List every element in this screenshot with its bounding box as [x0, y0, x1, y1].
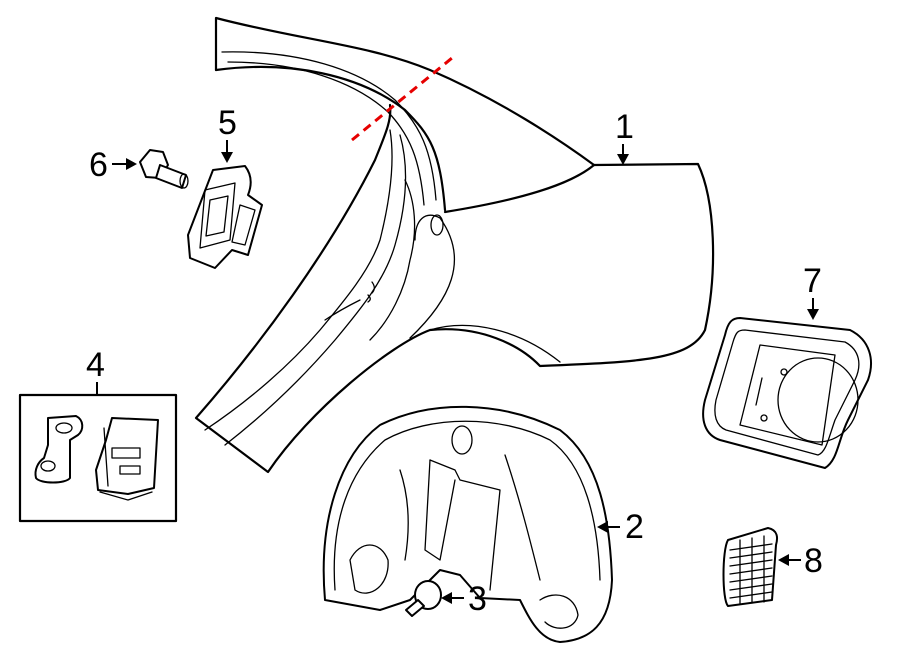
callout-8: 8: [778, 542, 823, 580]
vent-grille-part: [722, 527, 778, 607]
callout-label-3: 3: [468, 580, 487, 618]
wheelhouse-liner: [322, 405, 613, 643]
bolt-part: [139, 149, 189, 189]
callout-6: 6: [89, 146, 137, 184]
vent-slat: [729, 575, 773, 583]
callout-label-6: 6: [89, 146, 108, 184]
callout-5: 5: [218, 104, 237, 163]
callout-2: 2: [597, 508, 644, 546]
fuel-door-housing: [702, 317, 872, 469]
callout-label-7: 7: [803, 262, 822, 300]
callout-label-8: 8: [804, 542, 823, 580]
vent-slat: [729, 543, 773, 551]
callout-7: 7: [803, 262, 822, 320]
bracket-kit-box: [18, 393, 178, 523]
quarter-panel: [194, 16, 715, 474]
callout-label-5: 5: [218, 104, 237, 142]
vent-slat: [729, 567, 773, 575]
callout-4: 4: [86, 346, 105, 395]
vent-slat: [729, 559, 773, 567]
cut-line: [351, 56, 453, 142]
callout-3: 3: [441, 580, 487, 618]
vent-slat: [729, 551, 773, 559]
vent-slat: [729, 583, 773, 591]
callout-1: 1: [615, 108, 634, 165]
push-pin-part: [405, 580, 442, 617]
bracket-part: [187, 165, 263, 269]
callout-label-4: 4: [86, 346, 105, 384]
callout-label-2: 2: [625, 508, 644, 546]
vent-slat: [729, 591, 773, 599]
callout-label-1: 1: [615, 108, 634, 146]
